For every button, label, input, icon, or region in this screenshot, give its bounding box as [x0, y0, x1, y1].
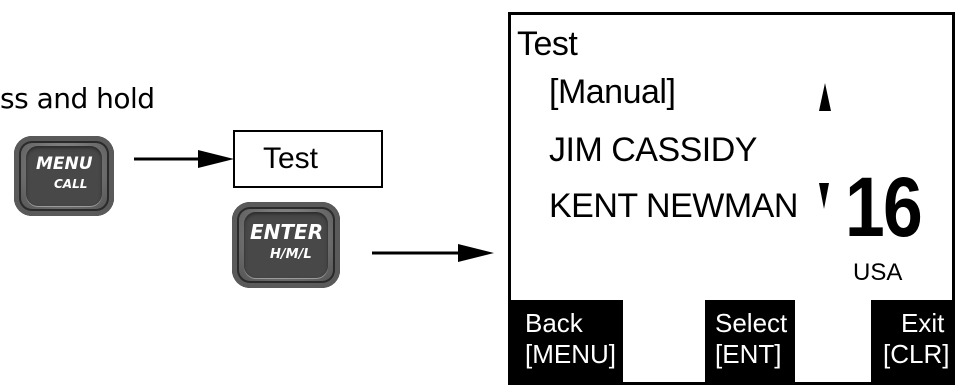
list-item-manual[interactable]: [Manual] [549, 73, 676, 111]
call-key-label: CALL [54, 177, 88, 191]
enter-key-face [244, 212, 328, 278]
enter-key-label: ENTER [250, 220, 324, 244]
back-softkey-label: Back [525, 308, 583, 338]
scroll-down-icon [819, 183, 829, 209]
enter-to-screen-arrow [372, 244, 494, 262]
select-softkey[interactable]: Select [ENT] [705, 300, 795, 382]
back-softkey-key: [MENU] [525, 339, 616, 369]
channel-number: 16 [845, 160, 923, 254]
list-item-jim-cassidy[interactable]: JIM CASSIDY [549, 131, 757, 169]
exit-softkey[interactable]: Exit [CLR] [871, 300, 952, 382]
menu-key-face [26, 146, 102, 206]
menu-call-key[interactable]: MENU CALL [14, 136, 114, 216]
select-softkey-label: Select [715, 308, 788, 338]
channel-region: USA [853, 259, 903, 286]
select-softkey-key: [ENT] [715, 339, 782, 369]
menu-test-label: Test [263, 142, 319, 175]
menu-key-label: MENU [36, 154, 93, 174]
lcd-screen: Test [Manual] JIM CASSIDY KENT NEWMAN 16… [508, 12, 955, 385]
exit-softkey-key: [CLR] [883, 339, 950, 369]
menu-to-test-arrow [134, 150, 234, 168]
enter-key[interactable]: ENTER H/M/L [232, 202, 340, 288]
screen-title: Test [517, 25, 578, 63]
back-softkey[interactable]: Back [MENU] [511, 300, 623, 382]
hml-key-label: H/M/L [270, 247, 312, 262]
list-item-kent-newman[interactable]: KENT NEWMAN [549, 187, 798, 225]
exit-softkey-label: Exit [901, 308, 945, 338]
menu-test-option-box: Test [233, 130, 383, 188]
scroll-up-icon [819, 83, 831, 111]
instruction-text: ss and hold [0, 82, 155, 115]
